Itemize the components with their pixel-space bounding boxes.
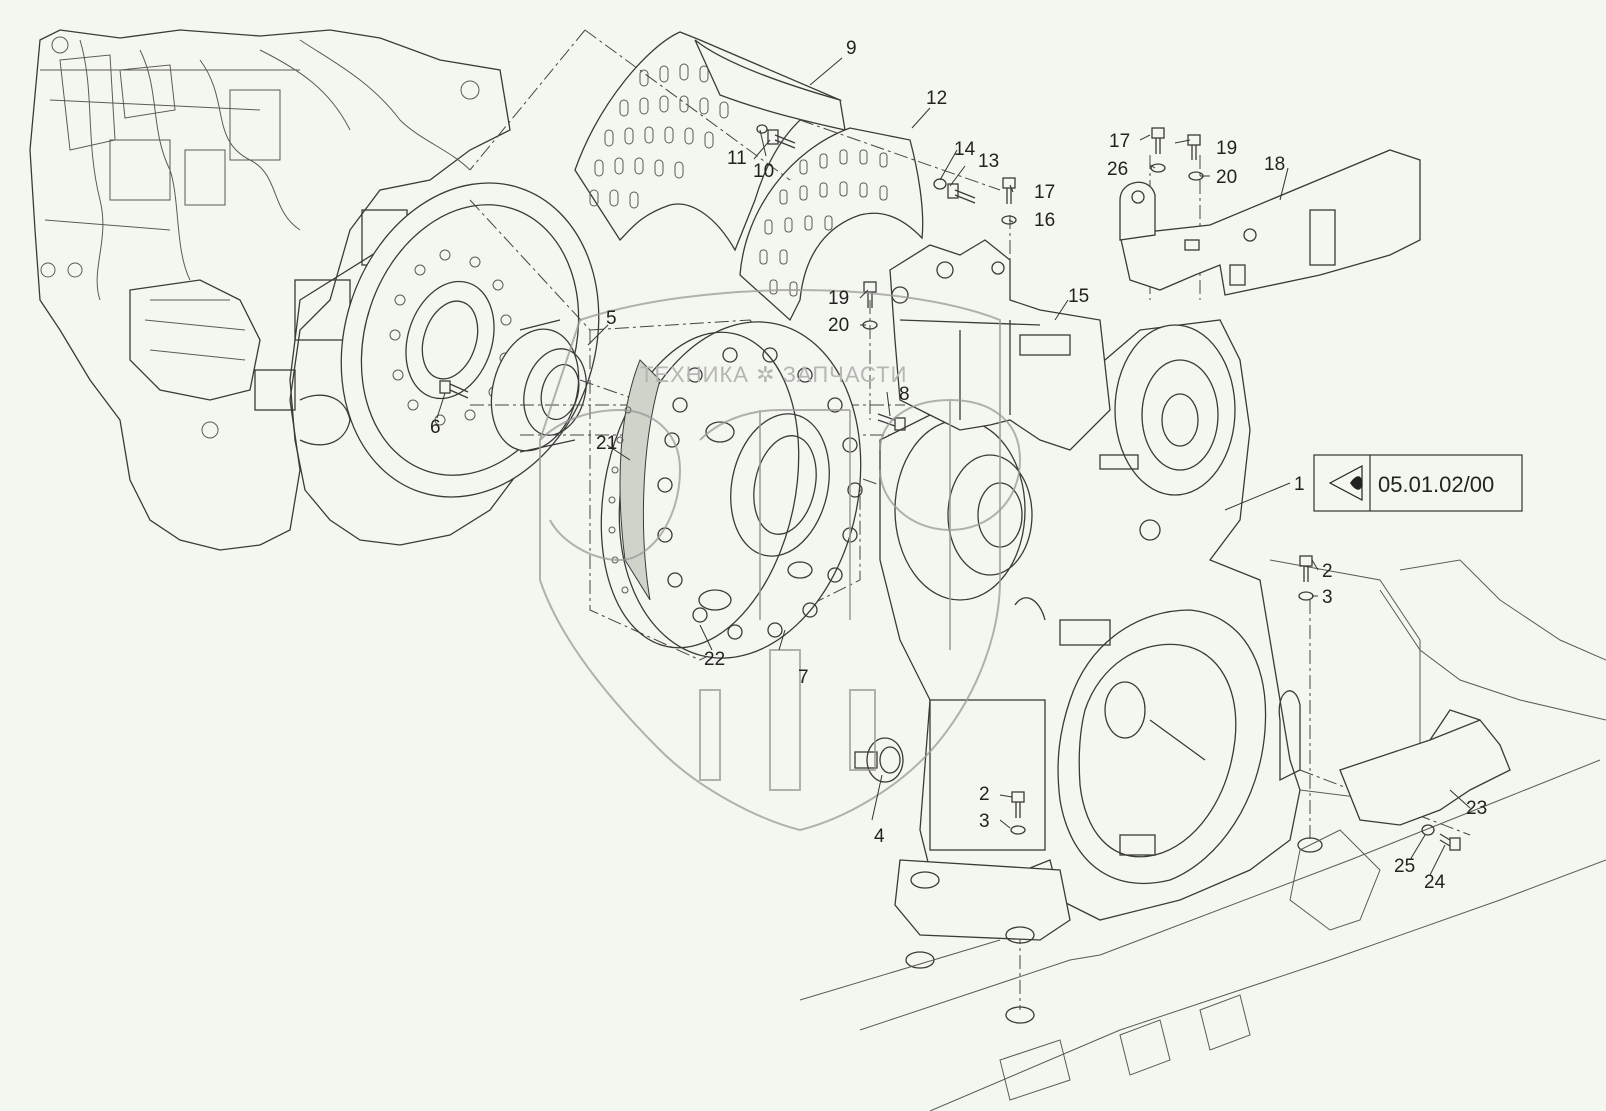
flywheel: [340, 182, 600, 498]
sensor-fitting: [854, 737, 904, 783]
coupling-hub: [490, 319, 587, 453]
fasteners: [439, 124, 1461, 851]
callout-15: 15: [1068, 286, 1089, 307]
guard-plate: [1339, 709, 1511, 826]
callout-9: 9: [846, 38, 857, 59]
callout-19: 19: [1216, 138, 1237, 159]
callout-23: 23: [1466, 798, 1487, 819]
callout-16: 16: [1034, 210, 1055, 231]
callout-22: 22: [704, 649, 725, 670]
callout-12: 12: [926, 88, 947, 109]
perforated-cover: [574, 31, 846, 252]
callout-14: 14: [954, 139, 976, 160]
callout-21: 21: [596, 433, 617, 454]
callout-17: 17: [1034, 182, 1055, 203]
callout-3: 3: [1322, 587, 1333, 608]
perforated-cover-lower: [739, 127, 924, 322]
callout-11: 11: [727, 148, 747, 169]
callout-4: 4: [874, 826, 885, 847]
callout-13: 13: [978, 151, 999, 172]
support-bracket: [1119, 149, 1421, 296]
reference-box[interactable]: 05.01.02/00: [1313, 454, 1523, 512]
callout-5: 5: [606, 308, 617, 329]
callout-10: 10: [753, 161, 774, 182]
callout-7: 7: [798, 667, 809, 688]
callout-20: 20: [828, 315, 849, 336]
callout-25: 25: [1394, 856, 1415, 877]
base-frame: [799, 559, 1606, 1111]
watermark-text: ТЕХНИКА ✲ ЗАПЧАСТИ: [640, 362, 907, 387]
callout-19: 19: [828, 288, 849, 309]
reference-code: 05.01.02/00: [1378, 472, 1494, 497]
leader-lines: [436, 57, 1471, 876]
callout-18: 18: [1264, 154, 1285, 175]
clutch-disc: [600, 321, 863, 659]
callout-labels: 1 2 3 2 3 4 5 6 7 8 9 10 11 12 13 14 15 …: [430, 38, 1487, 893]
callout-20: 20: [1216, 167, 1237, 188]
transmission-housing: [879, 319, 1301, 921]
callout-24: 24: [1424, 872, 1446, 893]
view-eye-icon: [1328, 465, 1363, 501]
callout-1: 1: [1294, 474, 1305, 495]
engine-assembly: [29, 29, 549, 551]
emblem-logo: ТЕХНИКА ✲ ЗАПЧАСТИ: [539, 288, 1022, 832]
callout-6: 6: [430, 417, 441, 438]
callout-8: 8: [899, 384, 910, 405]
callout-2: 2: [1322, 561, 1333, 582]
callout-3: 3: [979, 811, 990, 832]
callout-17: 17: [1109, 131, 1130, 152]
callout-2: 2: [979, 784, 990, 805]
callout-26: 26: [1107, 159, 1128, 180]
